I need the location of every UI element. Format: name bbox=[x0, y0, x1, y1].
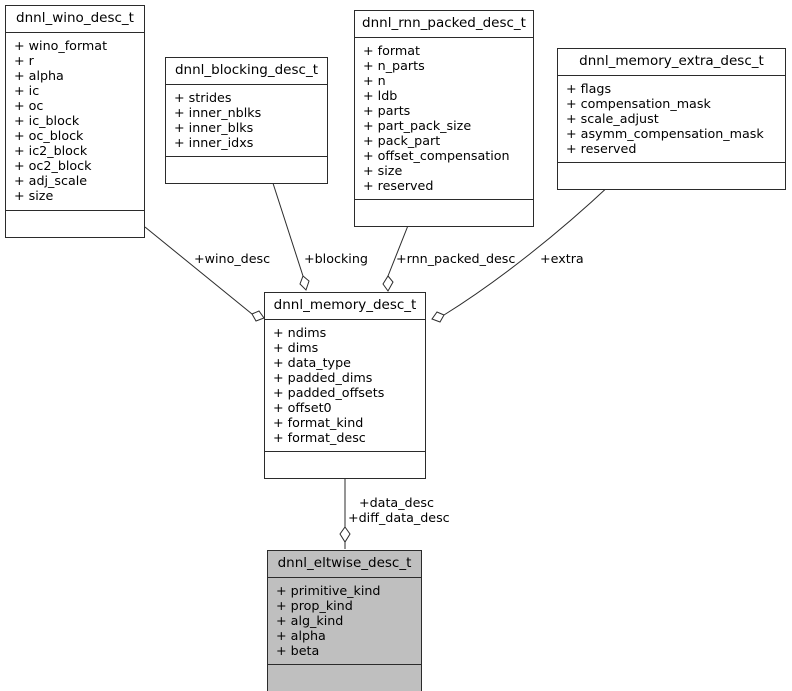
class-attribute: + ic bbox=[14, 82, 40, 98]
class-attribute: + reserved bbox=[363, 178, 434, 194]
edge-label-extra: +extra bbox=[540, 251, 584, 266]
class-title: dnnl_eltwise_desc_t bbox=[268, 551, 421, 578]
class-title: dnnl_memory_extra_desc_t bbox=[558, 49, 785, 76]
class-attribute: + alpha bbox=[14, 67, 64, 83]
edge-label-blocking: +blocking bbox=[304, 251, 368, 266]
class-methods bbox=[355, 200, 533, 226]
class-attribute: + format bbox=[363, 42, 420, 58]
class-attribute: + ic2_block bbox=[14, 143, 88, 159]
class-attribute: + wino_format bbox=[14, 37, 108, 53]
class-attribute: + size bbox=[14, 188, 54, 204]
class-methods bbox=[558, 163, 785, 189]
class-attributes: + ndims + dims + data_type + padded_dims… bbox=[265, 320, 425, 453]
class-attribute: + alpha bbox=[276, 627, 326, 643]
class-attribute: + pack_part bbox=[363, 133, 441, 149]
class-box-dnnl-eltwise-desc-t[interactable]: dnnl_eltwise_desc_t + primitive_kind + p… bbox=[267, 550, 422, 691]
class-box-dnnl-blocking-desc-t[interactable]: dnnl_blocking_desc_t + strides + inner_n… bbox=[165, 57, 328, 184]
class-attributes: + flags + compensation_mask + scale_adju… bbox=[558, 76, 785, 163]
class-attribute: + format_desc bbox=[273, 430, 366, 446]
class-attribute: + scale_adjust bbox=[566, 110, 659, 126]
class-title: dnnl_wino_desc_t bbox=[6, 6, 144, 33]
class-title: dnnl_memory_desc_t bbox=[265, 293, 425, 320]
class-attribute: + offset_compensation bbox=[363, 148, 510, 164]
class-attribute: + strides bbox=[174, 89, 232, 105]
class-attribute: + beta bbox=[276, 642, 320, 658]
class-attribute: + format_kind bbox=[273, 415, 364, 431]
class-attribute: + offset0 bbox=[273, 399, 332, 415]
class-attribute: + size bbox=[363, 163, 403, 179]
class-attribute: + r bbox=[14, 52, 34, 68]
class-attribute: + prop_kind bbox=[276, 597, 353, 613]
edge-label-diff-data-desc: +diff_data_desc bbox=[348, 510, 450, 525]
class-attributes: + primitive_kind + prop_kind + alg_kind … bbox=[268, 578, 421, 665]
class-attribute: + part_pack_size bbox=[363, 117, 472, 133]
class-box-dnnl-memory-desc-t[interactable]: dnnl_memory_desc_t + ndims + dims + data… bbox=[264, 292, 426, 480]
class-methods bbox=[166, 157, 327, 183]
class-methods bbox=[265, 452, 425, 478]
class-title: dnnl_blocking_desc_t bbox=[166, 58, 327, 85]
class-box-dnnl-memory-extra-desc-t[interactable]: dnnl_memory_extra_desc_t + flags + compe… bbox=[557, 48, 786, 190]
class-attribute: + oc_block bbox=[14, 128, 84, 144]
class-attribute: + asymm_compensation_mask bbox=[566, 125, 764, 141]
class-attribute: + n_parts bbox=[363, 57, 425, 73]
class-attribute: + data_type bbox=[273, 354, 351, 370]
class-box-dnnl-rnn-packed-desc-t[interactable]: dnnl_rnn_packed_desc_t + format + n_part… bbox=[354, 10, 534, 228]
class-attribute: + inner_idxs bbox=[174, 134, 254, 150]
class-attribute: + oc2_block bbox=[14, 158, 92, 174]
edge-label-data-desc: +data_desc bbox=[359, 495, 434, 510]
class-attribute: + n bbox=[363, 72, 386, 88]
class-attribute: + primitive_kind bbox=[276, 582, 381, 598]
class-attribute: + ndims bbox=[273, 324, 327, 340]
class-attribute: + dims bbox=[273, 339, 319, 355]
class-attributes: + wino_format + r + alpha + ic + oc + ic… bbox=[6, 33, 144, 211]
edge-label-rnn-packed-desc: +rnn_packed_desc bbox=[396, 251, 516, 266]
class-attribute: + ic_block bbox=[14, 112, 80, 128]
class-attribute: + padded_offsets bbox=[273, 384, 385, 400]
edge-label-wino-desc: +wino_desc bbox=[194, 251, 271, 266]
class-attribute: + alg_kind bbox=[276, 612, 344, 628]
class-title: dnnl_rnn_packed_desc_t bbox=[355, 11, 533, 38]
class-attribute: + parts bbox=[363, 102, 411, 118]
edge-wino-desc bbox=[144, 226, 265, 322]
class-attribute: + ldb bbox=[363, 87, 398, 103]
class-methods bbox=[268, 665, 421, 691]
class-attribute: + padded_dims bbox=[273, 369, 373, 385]
class-attribute: + inner_nblks bbox=[174, 104, 262, 120]
class-attributes: + format + n_parts + n + ldb + parts + p… bbox=[355, 38, 533, 201]
class-attribute: + flags bbox=[566, 80, 612, 96]
class-attribute: + inner_blks bbox=[174, 119, 254, 135]
class-attribute: + reserved bbox=[566, 140, 637, 156]
class-attribute: + adj_scale bbox=[14, 173, 88, 189]
class-attribute: + compensation_mask bbox=[566, 95, 711, 111]
edge-blocking bbox=[269, 173, 310, 291]
class-box-dnnl-wino-desc-t[interactable]: dnnl_wino_desc_t + wino_format + r + alp… bbox=[5, 5, 145, 238]
class-methods bbox=[6, 211, 144, 237]
class-attribute: + oc bbox=[14, 97, 44, 113]
class-attributes: + strides + inner_nblks + inner_blks + i… bbox=[166, 85, 327, 157]
